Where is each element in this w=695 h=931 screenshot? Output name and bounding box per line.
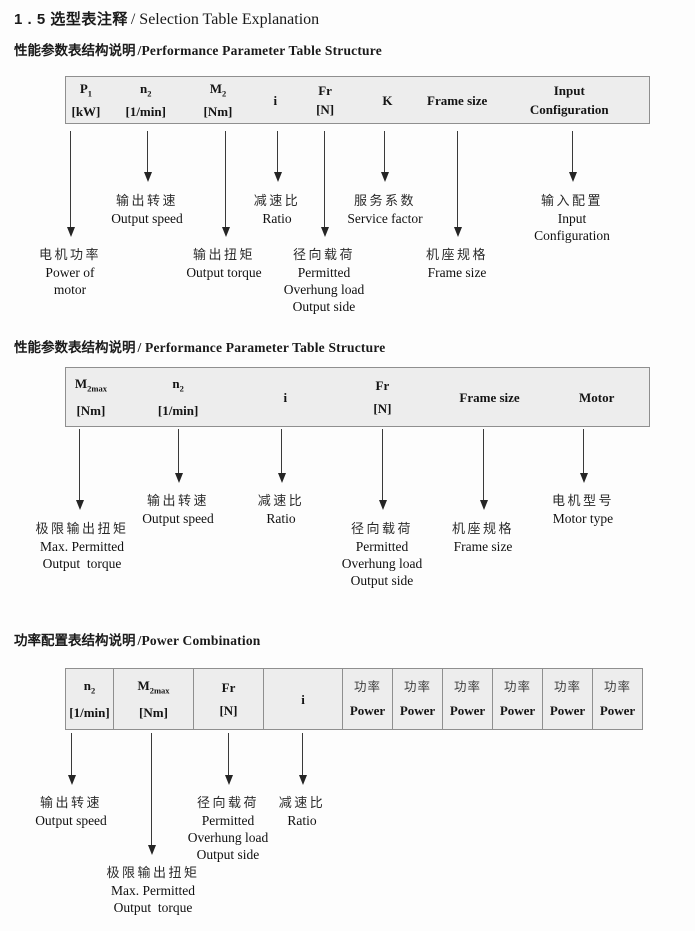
down-arrow-n2-icon xyxy=(67,733,76,785)
power-column-header-1: 功率 Power xyxy=(343,669,393,729)
label-ratio: 减速比 Ratio xyxy=(253,193,301,226)
column-header-m2max: M2max [Nm] xyxy=(74,376,107,418)
label-overhung-load: 径向载荷 Permitted Overhung load Output side xyxy=(187,795,269,862)
section2-heading-zh: 性能参数表结构说明 xyxy=(14,340,136,355)
power-column-header-5: 功率 Power xyxy=(543,669,593,729)
label-output-speed: 输出转速 Output speed xyxy=(35,795,107,828)
down-arrow-fr-icon xyxy=(320,131,329,237)
label-input-configuration: 输入配置 Input Configuration xyxy=(534,193,610,243)
down-arrow-i-icon xyxy=(273,131,282,182)
label-service-factor: 服务系数 Service factor xyxy=(347,193,423,226)
power-combination-table-header: n2 [1/min] M2max [Nm] Fr [N] i 功率 Power … xyxy=(65,668,643,730)
down-arrow-motor-icon xyxy=(579,429,588,483)
column-header-n2: n2 [1/min] xyxy=(157,376,199,418)
column-header-fr: Fr [N] xyxy=(373,378,392,416)
down-arrow-m2max-icon xyxy=(75,429,84,510)
page-title: 1 . 5 选型表注释/ Selection Table Explanation xyxy=(14,8,319,29)
performance-table-1-header: P1 [kW] n2 [1/min] M2 [Nm] i Fr [N] K Fr… xyxy=(65,76,650,124)
label-output-speed: 输出转速 Output speed xyxy=(142,493,214,526)
column-header-i: i xyxy=(264,669,343,729)
section3-heading-en: /Power Combination xyxy=(137,633,261,648)
power-column-header-6: 功率 Power xyxy=(599,680,636,718)
section3-heading: 功率配置表结构说明/Power Combination xyxy=(14,629,260,649)
column-header-input-configuration: Input Configuration xyxy=(529,83,609,117)
power-column-header-4: 功率 Power xyxy=(493,669,543,729)
section1-heading-zh: 性能参数表结构说明 xyxy=(14,43,136,58)
down-arrow-n2-icon xyxy=(174,429,183,483)
down-arrow-input-icon xyxy=(568,131,577,182)
label-output-torque: 输出扭矩 Output torque xyxy=(186,247,262,280)
column-header-n2: n2 [1/min] xyxy=(66,669,114,729)
down-arrow-m2-icon xyxy=(221,131,230,237)
label-overhung-load: 径向载荷 Permitted Overhung load Output side xyxy=(283,247,365,314)
section1-heading-en: /Performance Parameter Table Structure xyxy=(137,43,382,58)
label-ratio: 减速比 Ratio xyxy=(278,795,326,828)
down-arrow-n2-icon xyxy=(143,131,152,182)
column-header-p1: P1 [kW] xyxy=(71,81,101,119)
label-max-output-torque: 极限输出扭矩 Max. Permitted Output torque xyxy=(106,865,200,915)
power-column-header-3: 功率 Power xyxy=(443,669,493,729)
label-frame-size: 机座规格 Frame size xyxy=(451,521,515,554)
label-power-of-motor: 电机功率 Power of motor xyxy=(38,247,102,297)
performance-table-2-header: M2max [Nm] n2 [1/min] i Fr [N] Frame siz… xyxy=(65,367,650,427)
column-header-k: K xyxy=(382,92,393,108)
label-frame-size: 机座规格 Frame size xyxy=(425,247,489,280)
column-header-i: i xyxy=(283,389,288,405)
label-ratio: 减速比 Ratio xyxy=(257,493,305,526)
down-arrow-i-icon xyxy=(277,429,286,483)
column-header-m2max: M2max [Nm] xyxy=(114,669,194,729)
column-header-n2: n2 [1/min] xyxy=(125,81,166,119)
column-header-fr: Fr [N] xyxy=(194,669,264,729)
column-header-i: i xyxy=(273,92,278,108)
label-max-output-torque: 极限输出扭矩 Max. Permitted Output torque xyxy=(35,521,129,571)
label-motor-type: 电机型号 Motor type xyxy=(551,493,615,526)
column-header-frame-size: Frame size xyxy=(427,92,488,108)
down-arrow-p1-icon xyxy=(66,131,75,237)
column-header-motor: Motor xyxy=(578,389,615,405)
section2-heading: 性能参数表结构说明/ Performance Parameter Table S… xyxy=(14,336,385,356)
down-arrow-k-icon xyxy=(380,131,389,182)
down-arrow-i-icon xyxy=(298,733,307,785)
section1-heading: 性能参数表结构说明/Performance Parameter Table St… xyxy=(14,39,382,59)
column-header-frame-size: Frame size xyxy=(459,389,520,405)
down-arrow-fr-icon xyxy=(224,733,233,785)
label-overhung-load: 径向载荷 Permitted Overhung load Output side xyxy=(341,521,423,588)
down-arrow-m2max-icon xyxy=(147,733,156,855)
section3-heading-zh: 功率配置表结构说明 xyxy=(14,633,136,648)
page-title-zh: 1 . 5 选型表注释 xyxy=(14,11,128,28)
column-header-fr: Fr [N] xyxy=(316,83,335,117)
section2-heading-en: / Performance Parameter Table Structure xyxy=(137,340,386,355)
label-output-speed: 输出转速 Output speed xyxy=(111,193,183,226)
down-arrow-frame-size-icon xyxy=(479,429,488,510)
down-arrow-fr-icon xyxy=(378,429,387,510)
column-header-m2: M2 [Nm] xyxy=(203,81,233,119)
power-column-header-2: 功率 Power xyxy=(393,669,443,729)
page-title-en: / Selection Table Explanation xyxy=(130,11,320,28)
down-arrow-frame-size-icon xyxy=(453,131,462,237)
